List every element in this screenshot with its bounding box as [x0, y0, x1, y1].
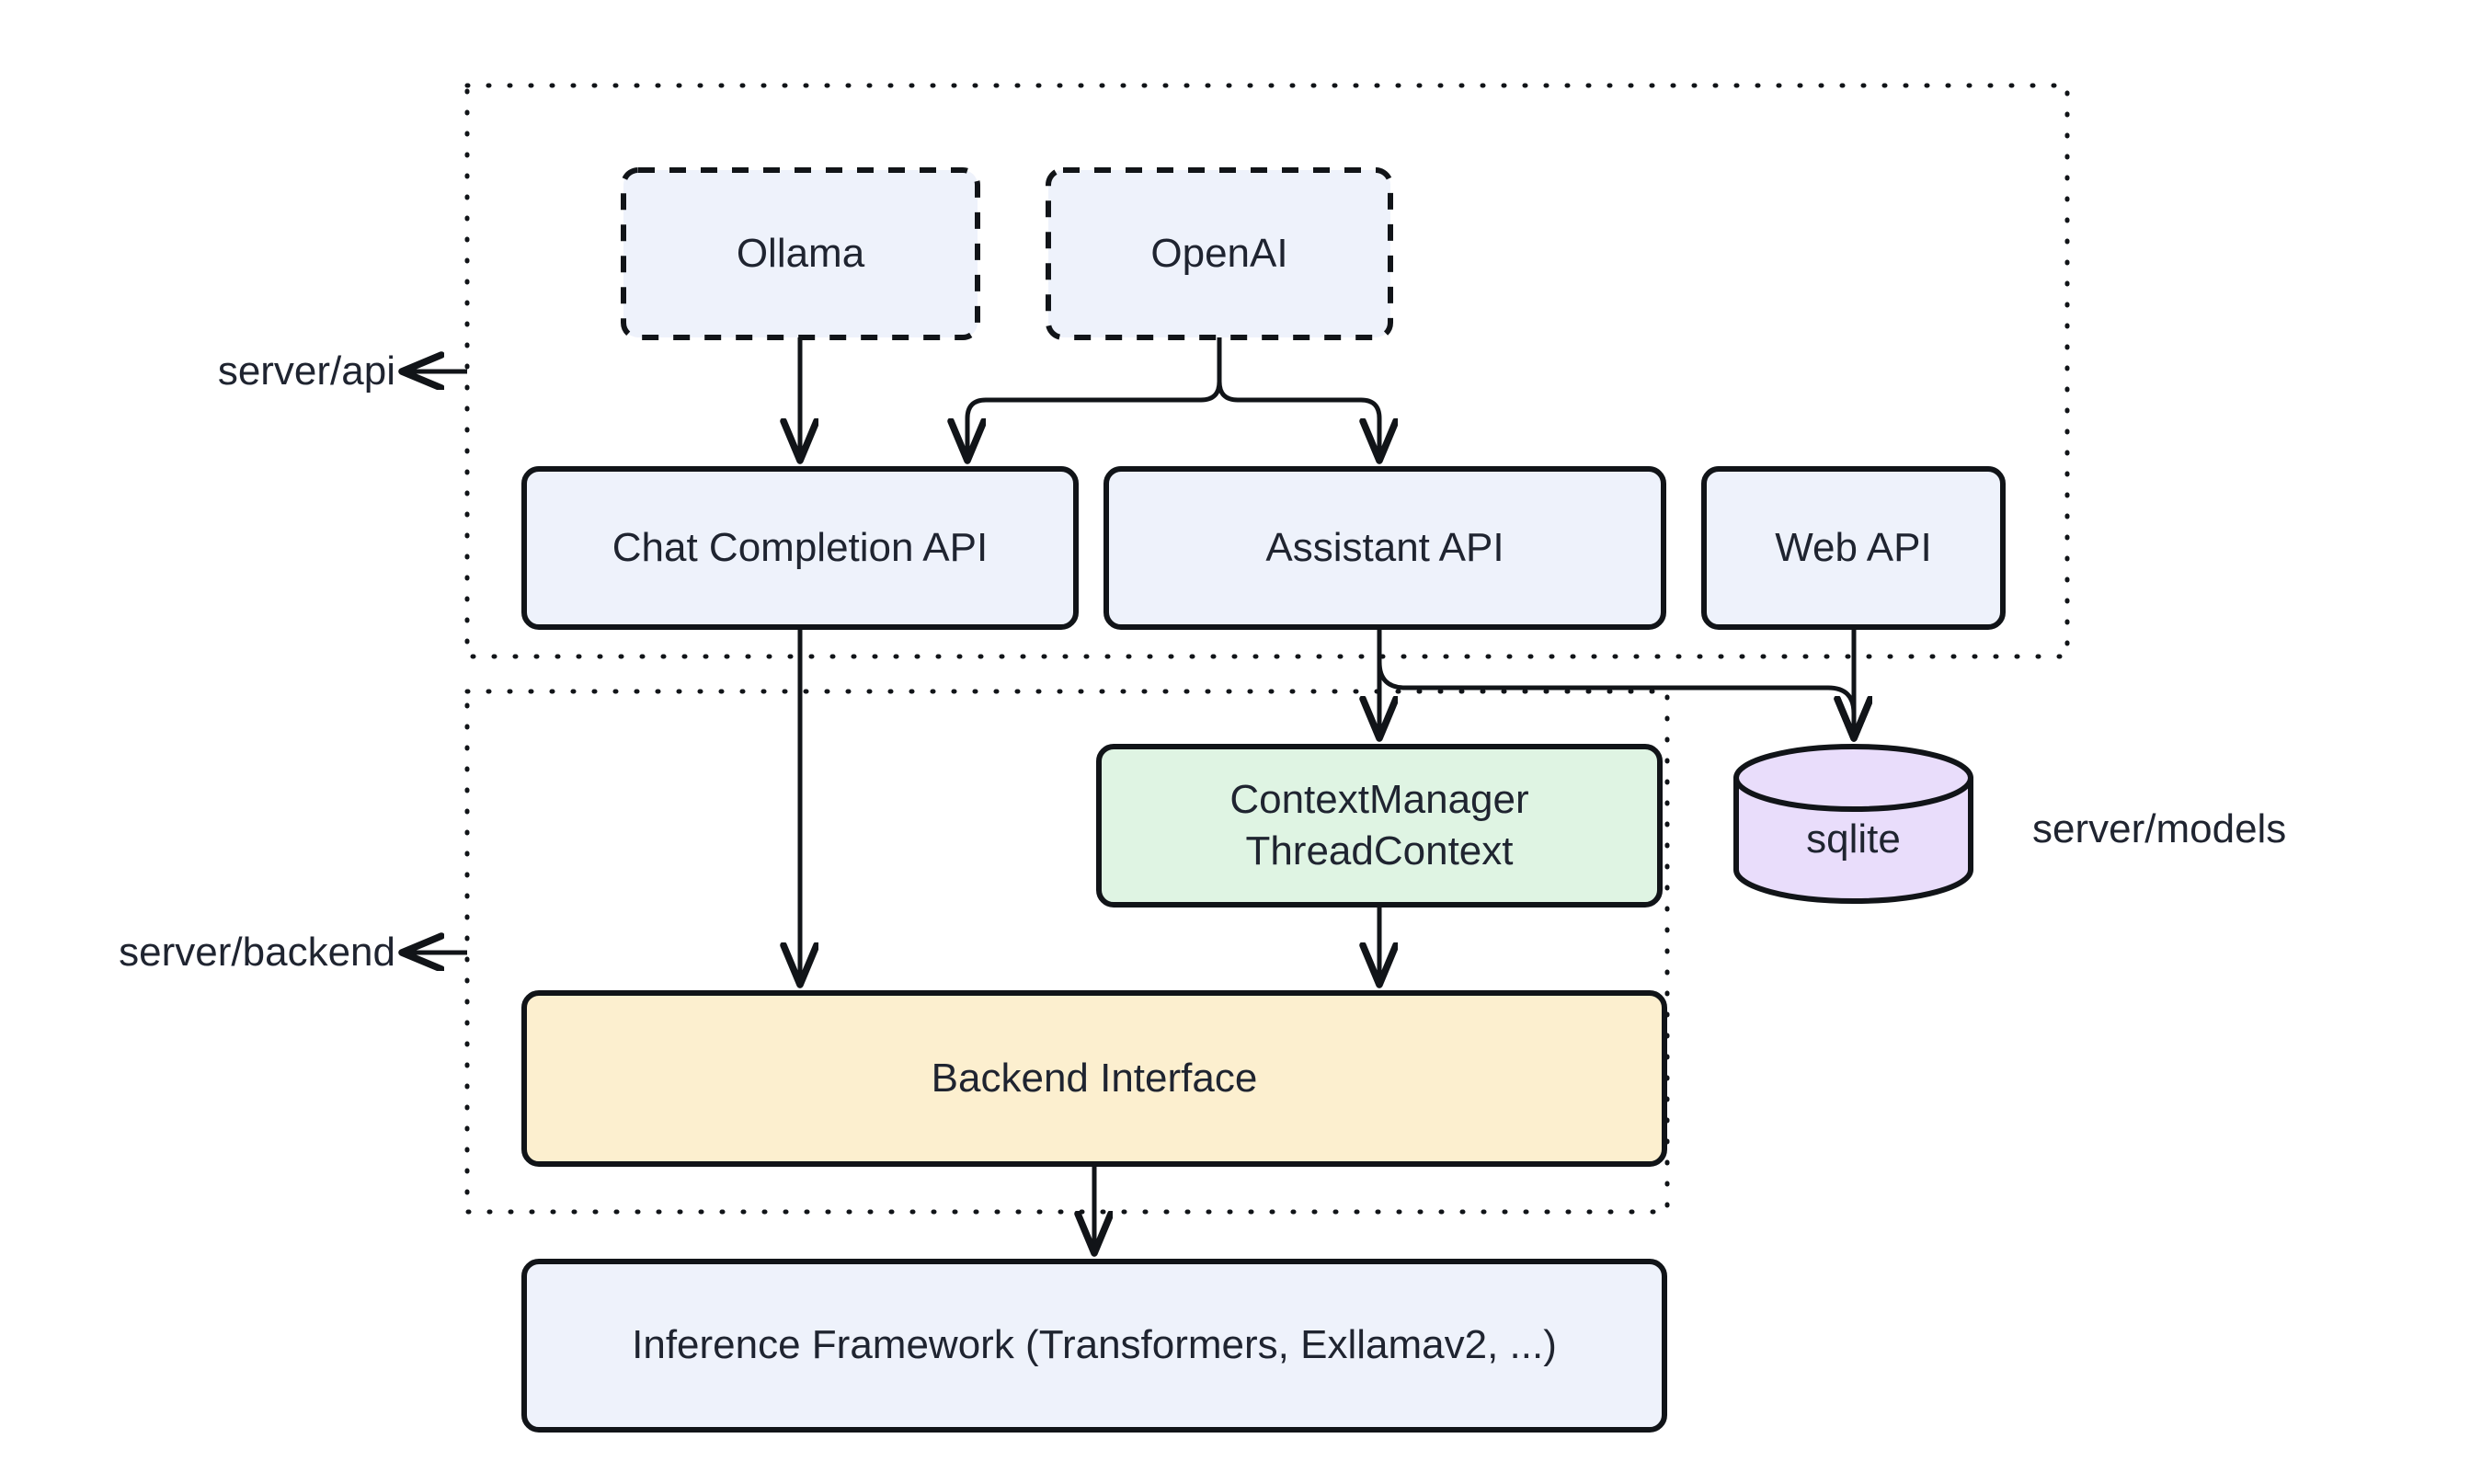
- node-inference-framework[interactable]: [521, 1259, 1667, 1433]
- edge-assistant-api-to-sqlite: [1377, 661, 1854, 736]
- group-container-backend: [464, 689, 1670, 1215]
- node-assistant-api[interactable]: [1103, 466, 1666, 630]
- edge-openai-to-assistant-api: [1217, 337, 1379, 458]
- group-label-server-api: server/api: [217, 348, 395, 394]
- group-label-server-backend: server/backend: [119, 930, 395, 975]
- node-context-manager[interactable]: [1096, 744, 1663, 908]
- node-ollama[interactable]: [621, 167, 980, 340]
- edge-openai-to-chat-completion-api: [967, 337, 1222, 458]
- node-openai[interactable]: [1046, 167, 1393, 340]
- node-web-api[interactable]: [1701, 466, 2006, 630]
- group-container-api: [464, 83, 2070, 659]
- group-label-server-models: server/models: [2032, 806, 2287, 851]
- node-sqlite[interactable]: [1733, 744, 1973, 904]
- node-backend-interface[interactable]: [521, 990, 1667, 1167]
- node-chat-completion-api[interactable]: [521, 466, 1079, 630]
